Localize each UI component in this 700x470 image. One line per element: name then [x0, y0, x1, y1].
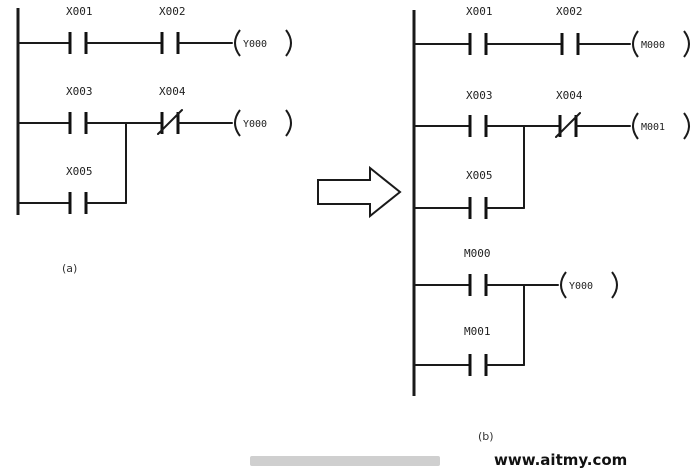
b-contact-x001-label: X001 [466, 5, 493, 18]
a-coil-1-label: Y000 [243, 39, 267, 50]
a-contact-x004-label: X004 [159, 85, 186, 98]
b-coil-2-label: M001 [641, 122, 665, 133]
b-coil-3 [560, 271, 567, 299]
blurred-figure-caption [250, 456, 440, 466]
diagram-a: X001 X002 Y000 X003 X004 Y000 [16, 5, 292, 275]
a-coil-1 [234, 29, 241, 57]
b-coil-1 [632, 30, 639, 58]
b-contact-m000-label: M000 [464, 247, 491, 260]
a-coil-2 [234, 109, 241, 137]
b-contact-x002-label: X002 [556, 5, 583, 18]
a-caption: (a) [62, 262, 77, 275]
b-coil-1-label: M000 [641, 40, 665, 51]
b-rung-2: X003 X004 M001 X005 [413, 89, 690, 219]
b-contact-x003-label: X003 [466, 89, 493, 102]
a-contact-x005-label: X005 [66, 165, 93, 178]
a-contact-x003-label: X003 [66, 85, 93, 98]
b-contact-m001-label: M001 [464, 325, 491, 338]
watermark: www.aitmy.com [494, 451, 627, 469]
a-rung-1: X001 X002 Y000 [17, 5, 292, 57]
a-contact-x002-label: X002 [159, 5, 186, 18]
a-rung-2: X003 X004 Y000 X005 [17, 85, 292, 214]
a-coil-2-label: Y000 [243, 119, 267, 130]
a-contact-x001-label: X001 [66, 5, 93, 18]
b-coil-2 [632, 112, 639, 140]
b-rung-3: M000 Y000 M001 [413, 247, 618, 376]
b-contact-x004-label: X004 [556, 89, 583, 102]
b-coil-3-label: Y000 [569, 281, 593, 292]
conversion-arrow-icon [317, 165, 402, 219]
b-caption: (b) [478, 430, 494, 443]
diagram-b: X001 X002 M000 X003 X004 M001 [412, 5, 690, 443]
b-rung-1: X001 X002 M000 [413, 5, 690, 58]
b-contact-x005-label: X005 [466, 169, 493, 182]
